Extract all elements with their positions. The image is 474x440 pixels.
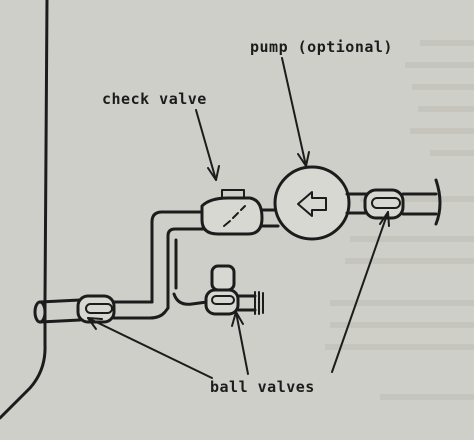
pump [273, 165, 370, 241]
leader-arrows [87, 57, 390, 379]
bottom-ball-valve [204, 264, 264, 316]
outlet-pipe [401, 178, 442, 226]
drain-thread [254, 291, 264, 315]
tank-wall [0, 0, 49, 420]
ball-valves-label: ball valves [210, 378, 315, 396]
background-page-text [325, 40, 474, 400]
flow-arrow-icon [297, 191, 327, 217]
inlet-pipe [33, 298, 82, 324]
pump-label: pump (optional) [250, 38, 393, 56]
right-ball-valve [363, 188, 405, 220]
check-valve [200, 189, 280, 236]
check-valve-label: check valve [102, 90, 207, 108]
